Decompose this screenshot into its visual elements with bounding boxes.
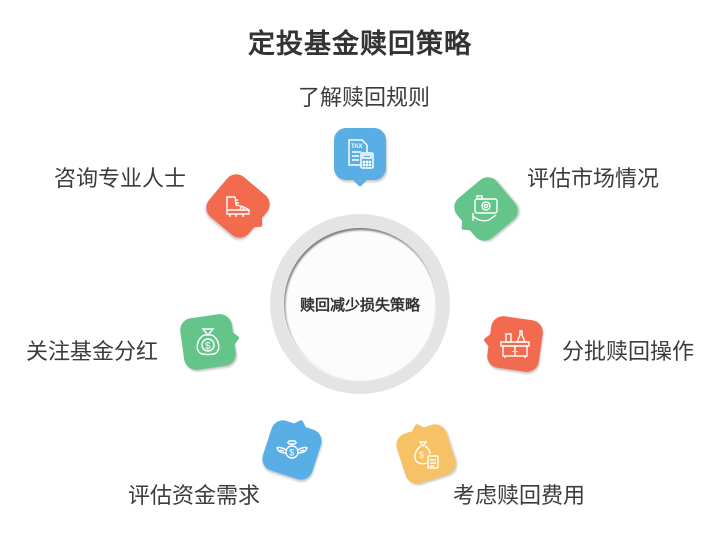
hub-circle: 赎回减少损失策略 [284,228,436,380]
node-tile-redemption-fees: $ [393,421,459,487]
node-tile-redemption-rules: TAX [334,128,386,180]
node-tile-consult-professionals [201,169,275,243]
svg-text:$: $ [205,341,211,352]
winged-coin-icon: $ [276,440,308,459]
node-label-consult-professionals: 咨询专业人士 [54,167,187,192]
tax-calculator-icon: TAX [348,139,374,169]
node-label-fund-dividends: 关注基金分红 [26,340,159,365]
node-tile-batch-redemption [485,314,545,374]
boot-icon [226,196,250,218]
node-tile-capital-needs: $ [259,417,325,483]
svg-text:$: $ [419,450,424,460]
money-bag-document-icon: $ [414,441,439,469]
node-tile-market-conditions [449,172,523,246]
node-label-market-conditions: 评估市场情况 [527,167,660,192]
svg-text:$: $ [289,448,294,458]
cabinet-icon [500,330,530,358]
svg-text:TAX: TAX [351,144,363,150]
diagram-title: 定投基金赎回策略 [248,29,472,60]
camera-hand-icon [472,195,498,222]
hub-label: 赎回减少损失策略 [299,295,420,314]
node-label-redemption-rules: 了解赎回规则 [298,86,431,111]
node-label-redemption-fees: 考虑赎回费用 [453,484,586,509]
node-label-batch-redemption: 分批赎回操作 [562,340,695,365]
money-bag-icon: $ [196,328,220,356]
node-tile-fund-dividends: $ [178,312,238,372]
node-label-capital-needs: 评估资金需求 [128,484,261,509]
